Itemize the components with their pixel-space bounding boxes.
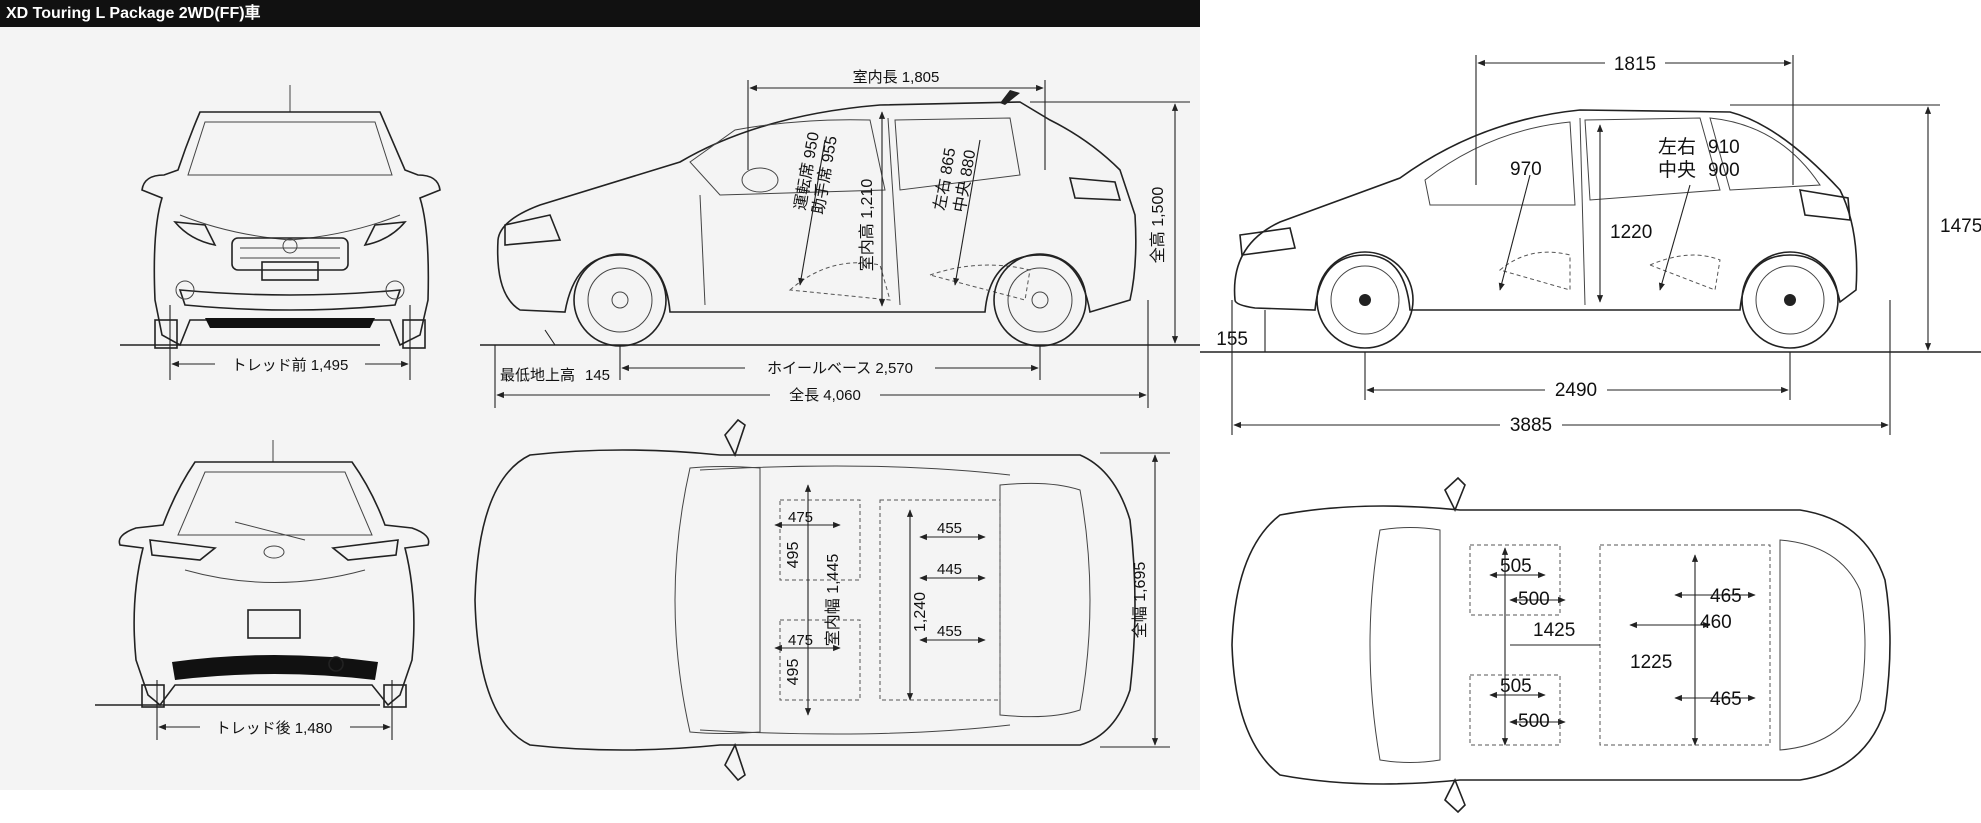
interior-length-label: 室内長 1,805 — [853, 69, 940, 86]
overall-width-label: 全幅 1,695 — [1131, 562, 1149, 639]
rear-seat-width-2: 445 — [937, 561, 962, 578]
side-view: 室内長 1,805 全高 1,500 室内高 1,210 運転席 950 助手席… — [480, 69, 1200, 408]
right-front-seat-4: 500 — [1518, 711, 1550, 732]
right-front-headroom: 970 — [1510, 159, 1542, 180]
right-rear-seat-2: 460 — [1700, 612, 1732, 633]
right-top-view: 505 500 505 500 1425 465 460 465 1225 — [1231, 476, 1891, 814]
front-view: トレッド前 1,495 — [120, 85, 441, 380]
overall-height-label: 全高 1,500 — [1149, 187, 1167, 264]
wheelbase-label: ホイールベース 2,570 — [767, 360, 913, 377]
right-rear-lr-value: 910 — [1708, 137, 1740, 158]
ground-clearance-label: 最低地上高 — [500, 367, 575, 384]
front-seat-depth-1: 495 — [785, 542, 802, 569]
rear-seat-width-1: 455 — [937, 520, 962, 537]
right-height: 1475 — [1940, 216, 1981, 237]
front-tread-label: トレッド前 1,495 — [232, 357, 349, 374]
left-spec-panel: XD Touring L Package 2WD(FF)車 — [0, 0, 1200, 790]
rear-seat-width-3: 455 — [937, 623, 962, 640]
model-title: XD Touring L Package 2WD(FF)車 — [0, 0, 1200, 27]
right-wheelbase: 2490 — [1555, 380, 1597, 401]
right-interior-height: 1220 — [1610, 222, 1652, 243]
right-interior-length: 1815 — [1614, 54, 1656, 75]
interior-height-label: 室内高 1,210 — [858, 179, 876, 272]
interior-width-label: 室内幅 1,445 — [824, 554, 842, 647]
right-overall-length: 3885 — [1510, 415, 1552, 436]
front-seat-depth-2: 495 — [785, 659, 802, 686]
rear-tread-label: トレッド後 1,480 — [216, 720, 333, 737]
overall-length-label: 全長 4,060 — [789, 386, 861, 404]
right-rear-lr-label: 左右 — [1658, 136, 1696, 158]
right-rear-width: 1225 — [1630, 652, 1672, 673]
right-side-view: 1815 1475 970 1220 左右 910 中央 900 155 — [1200, 52, 1981, 436]
rear-width-label: 1,240 — [912, 592, 929, 632]
front-seat-width-1: 475 — [788, 509, 813, 526]
right-blueprint: 1815 1475 970 1220 左右 910 中央 900 155 — [1200, 52, 1981, 814]
front-seat-width-2: 475 — [788, 632, 813, 649]
right-interior-width: 1425 — [1533, 620, 1575, 641]
right-rear-center-label: 中央 — [1658, 159, 1696, 181]
ground-clearance-value: 145 — [585, 367, 610, 384]
top-view: 室内幅 1,445 475 495 475 495 455 445 455 1,… — [474, 418, 1170, 782]
right-spec-panel: 1815 1475 970 1220 左右 910 中央 900 155 — [1200, 0, 1981, 823]
right-rear-seat-1: 465 — [1710, 586, 1742, 607]
right-rear-seat-3: 465 — [1710, 689, 1742, 710]
right-rear-center-value: 900 — [1708, 160, 1740, 181]
right-front-seat-2: 500 — [1518, 589, 1550, 610]
left-blueprint: トレッド前 1,495 トレッド後 1,480 — [95, 69, 1200, 782]
rear-view: トレッド後 1,480 — [95, 440, 430, 740]
